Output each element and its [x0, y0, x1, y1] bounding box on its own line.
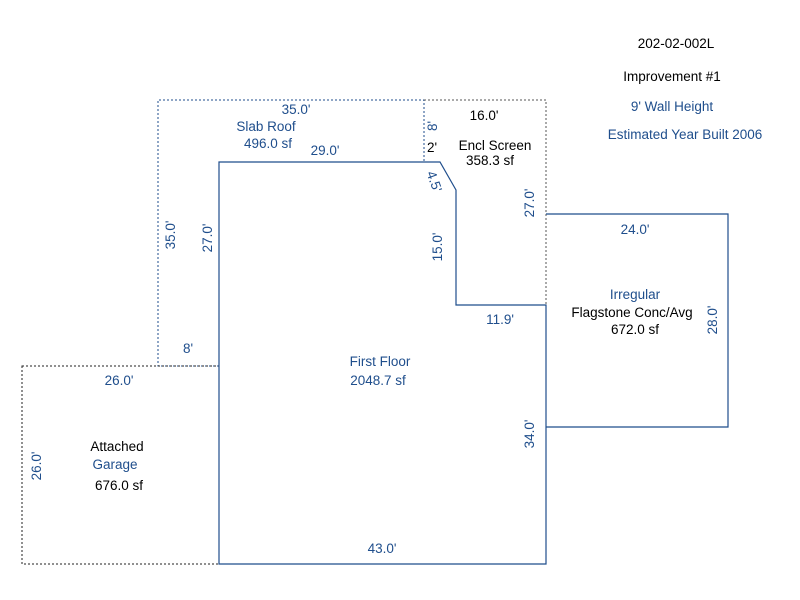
dim-slab-right-small: 2' — [427, 140, 437, 155]
encl-screen-name: Encl Screen — [459, 138, 532, 153]
encl-screen-outline — [424, 99, 547, 305]
garage-area: 676.0 sf — [95, 478, 143, 493]
garage-name-2: Garage — [92, 457, 137, 472]
dim-slab-top: 35.0' — [282, 102, 311, 117]
dim-encl-top: 16.0' — [470, 108, 499, 123]
dim-garage-top: 26.0' — [105, 373, 134, 388]
improvement-label: Improvement #1 — [623, 69, 721, 84]
first-floor-name: First Floor — [350, 354, 411, 369]
dim-slab-right-top: 8' — [425, 121, 440, 131]
dim-garage-left: 26.0' — [29, 452, 44, 481]
year-built-label: Estimated Year Built 2006 — [608, 127, 763, 142]
slab-roof-name: Slab Roof — [236, 119, 296, 134]
dim-flag-top: 24.0' — [621, 222, 650, 237]
slab-roof-area: 496.0 sf — [244, 136, 292, 151]
dim-encl-right: 27.0' — [522, 189, 537, 218]
flagstone-name-1: Irregular — [610, 287, 661, 302]
dim-ff-right: 34.0' — [522, 420, 537, 449]
wall-height-label: 9' Wall Height — [631, 99, 714, 114]
first-floor-area: 2048.7 sf — [350, 373, 406, 388]
dim-ff-notch-horiz: 11.9' — [486, 312, 514, 327]
flagstone-name-2: Flagstone Conc/Avg — [571, 305, 692, 320]
parcel-id: 202-02-002L — [638, 36, 715, 51]
dim-slab-left: 35.0' — [163, 221, 178, 250]
dim-ff-bottom: 43.0' — [368, 541, 397, 556]
dim-flag-right: 28.0' — [705, 306, 720, 335]
flagstone-area: 672.0 sf — [611, 322, 659, 337]
dim-ff-left: 27.0' — [200, 224, 215, 253]
flagstone-outline — [546, 213, 729, 428]
garage-name-1: Attached — [90, 439, 143, 454]
dim-slab-bottom: 8' — [183, 341, 193, 356]
encl-screen-area: 358.3 sf — [466, 153, 514, 168]
dim-ff-diag: 4.5' — [424, 169, 445, 194]
first-floor-outline — [218, 161, 547, 565]
dim-ff-top: 29.0' — [311, 143, 340, 158]
dim-ff-notch-vert: 15.0' — [430, 233, 445, 262]
